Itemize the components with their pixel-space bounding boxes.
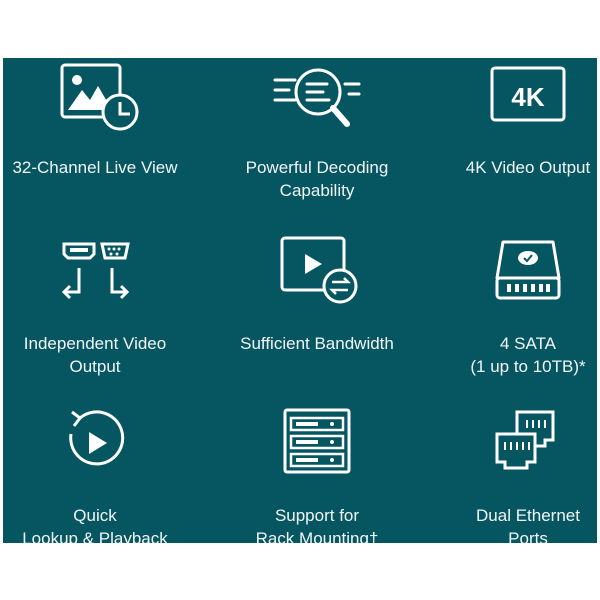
feature-label: Ports [508, 529, 548, 543]
feature-panel: 32-Channel Live View Powerful Decoding C… [3, 58, 597, 543]
feature-decoding: Powerful Decoding Capability [197, 62, 437, 202]
replay-icon [69, 410, 125, 466]
hdmi-vga-icon [61, 242, 130, 300]
feature-label: Independent Video [23, 334, 167, 353]
feature-label: 4 SATA [499, 334, 557, 353]
feature-label: Sufficient Bandwidth [240, 334, 394, 353]
ethernet-ports-icon [495, 410, 555, 470]
feature-label: Quick [73, 506, 117, 525]
hard-drive-icon [495, 240, 561, 300]
feature-playback: Quick Lookup & Playback [3, 406, 215, 543]
feature-label: 32-Channel Live View [12, 158, 178, 177]
feature-label: 4K Video Output [465, 158, 591, 177]
feature-4k: 4K 4K Video Output [408, 62, 597, 179]
feature-label: (1 up to 10TB)* [470, 357, 586, 376]
feature-live-view: 32-Channel Live View [3, 62, 215, 179]
feature-label: Output [69, 357, 121, 376]
feature-label: Dual Ethernet [476, 506, 580, 525]
4k-icon: 4K [490, 66, 566, 122]
feature-label: Support for [274, 506, 360, 525]
feature-rack: Support for Rack Mounting† [197, 406, 437, 543]
feature-bandwidth: Sufficient Bandwidth [197, 234, 437, 355]
feature-label: Rack Mounting† [255, 529, 379, 543]
feature-video-output: Independent Video Output [3, 234, 215, 378]
feature-label: Powerful Decoding [245, 158, 389, 177]
video-bandwidth-icon [280, 236, 358, 304]
rack-icon [283, 408, 351, 474]
feature-label: Capability [279, 181, 355, 200]
image-clock-icon [60, 63, 139, 131]
svg-text:4K: 4K [511, 82, 544, 112]
feature-label: Lookup & Playback [22, 529, 168, 543]
feature-ethernet: Dual Ethernet Ports [408, 406, 597, 543]
feature-sata: 4 SATA (1 up to 10TB)* [408, 234, 597, 378]
decoding-magnifier-icon [273, 68, 361, 127]
